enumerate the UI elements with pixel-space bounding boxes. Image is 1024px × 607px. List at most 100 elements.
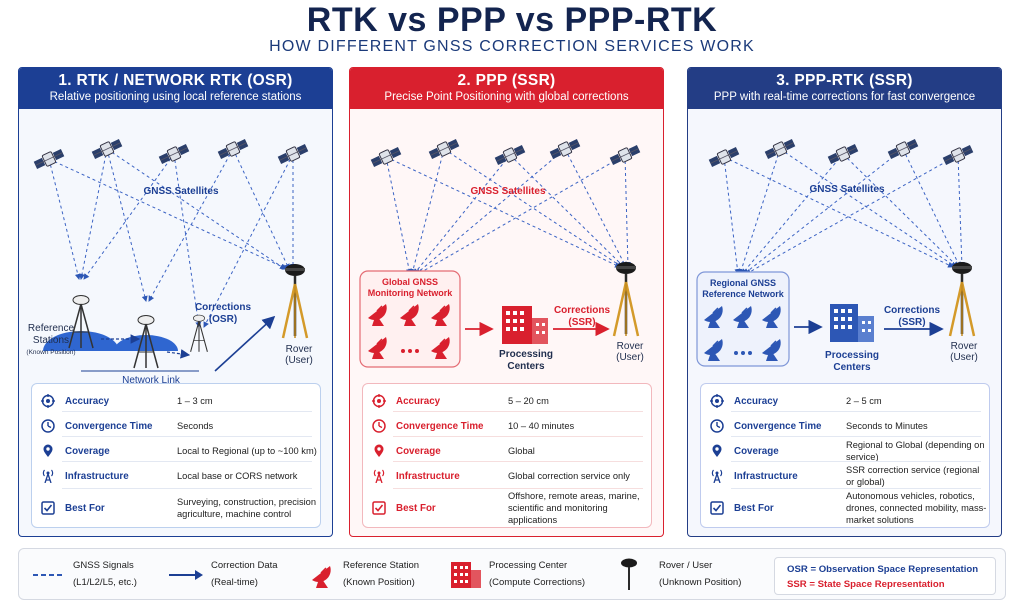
spec-key: Convergence Time <box>396 420 484 432</box>
ssr-definition: SSR = State Space Representation <box>787 579 945 590</box>
rover-icon <box>621 558 637 590</box>
legend-correction-data: Correction Data (Real-time) <box>169 549 299 601</box>
target-icon <box>372 394 386 408</box>
legend-label: Reference Station <box>343 560 420 571</box>
checkbox-icon <box>372 501 386 515</box>
row-divider <box>393 488 643 489</box>
panel-header: 3. PPP-RTK (SSR) PPP with real-time corr… <box>688 68 1001 109</box>
row-divider <box>62 436 312 437</box>
row-divider <box>62 488 312 489</box>
spec-value: Regional to Global (depending on service… <box>846 440 985 462</box>
legend-label: GNSS Signals <box>73 560 134 571</box>
corrections-label: Corrections (SSR) <box>883 305 941 328</box>
row-divider <box>62 461 312 462</box>
spec-key: Accuracy <box>65 395 110 407</box>
dashed-line-icon <box>33 574 65 576</box>
spec-key: Convergence Time <box>734 420 822 432</box>
spec-row-infrastructure: Infrastructure Global correction service … <box>363 463 651 489</box>
panel-title: 2. PPP (SSR) <box>457 72 556 89</box>
arrow-icon <box>169 570 203 580</box>
clock-icon <box>41 419 55 433</box>
spec-key: Best For <box>396 502 436 514</box>
antenna-icon <box>710 469 724 484</box>
rover-sub: (User) <box>616 352 644 363</box>
clock-icon <box>710 419 724 433</box>
network-link-label: Network Link <box>122 375 180 386</box>
legend-processing-center: Processing Center (Compute Corrections) <box>449 549 599 601</box>
spec-value: 10 – 40 minutes <box>508 421 575 431</box>
spec-value: Autonomous vehicles, robotics, drones, c… <box>846 491 987 525</box>
spec-value: Seconds <box>177 421 214 431</box>
clock-icon <box>372 419 386 433</box>
legend-label: Rover / User <box>659 560 713 571</box>
spec-value: 5 – 20 cm <box>508 396 549 406</box>
spec-key: Convergence Time <box>65 420 153 432</box>
antenna-icon <box>372 469 386 484</box>
processing-centers-label: Processing Centers <box>825 350 879 373</box>
reference-stations-sub: (Known Position) <box>26 349 76 356</box>
target-icon <box>41 394 55 408</box>
row-divider <box>62 411 312 412</box>
checkbox-icon <box>710 501 724 515</box>
antenna-icon <box>41 469 55 484</box>
rover-label: Rover <box>950 341 978 352</box>
building-icon <box>451 562 481 588</box>
rover-sub: (User) <box>285 355 313 366</box>
spec-key: Infrastructure <box>734 470 798 482</box>
legend-label: Correction Data <box>211 560 278 571</box>
processing-building <box>830 304 874 342</box>
spec-value: Seconds to Minutes <box>846 421 928 431</box>
spec-value: Local to Regional (up to ~100 km) <box>177 446 317 456</box>
legend-sub: (L1/L2/L5, etc.) <box>73 577 137 588</box>
spec-row-best-for: Best For Offshore, remote areas, marine, … <box>363 490 651 526</box>
spec-key: Accuracy <box>396 395 441 407</box>
rtk-diagram: GNSS Satellites Reference Stations (Know… <box>19 109 332 386</box>
spec-row-convergence-time: Convergence Time 10 – 40 minutes <box>363 413 651 439</box>
map-pin-icon <box>710 444 724 458</box>
spec-value: 2 – 5 cm <box>846 396 882 406</box>
map-pin-icon <box>372 444 386 458</box>
legend-sub: (Known Position) <box>343 577 415 588</box>
row-divider <box>393 411 643 412</box>
processing-building <box>502 306 548 344</box>
panel-ppp-rtk: 3. PPP-RTK (SSR) PPP with real-time corr… <box>687 67 1002 537</box>
row-divider <box>731 461 981 462</box>
monitoring-network-label: Global GNSS Monitoring Network <box>367 277 453 298</box>
target-icon <box>710 394 724 408</box>
spec-value: Local base or CORS network <box>177 471 298 481</box>
legend-sub: (Real-time) <box>211 577 258 588</box>
legend-rover: Rover / User (Unknown Position) <box>619 549 759 601</box>
satellites-label: GNSS Satellites <box>470 186 546 197</box>
spec-value: Global <box>508 446 535 456</box>
rover-label: Rover <box>616 341 644 352</box>
panel-title: 3. PPP-RTK (SSR) <box>776 72 913 89</box>
satellites-label: GNSS Satellites <box>809 184 885 195</box>
row-divider <box>393 461 643 462</box>
ppp-diagram: GNSS Satellites Global GNSS Monitoring N… <box>350 109 663 379</box>
ppp-rtk-diagram: GNSS Satellites Regional GNSS Reference … <box>688 109 1001 379</box>
reference-stations-label: Reference Stations <box>27 323 75 346</box>
legend-reference-station: Reference Station (Known Position) <box>309 549 449 601</box>
legend: GNSS Signals (L1/L2/L5, etc.) Correction… <box>18 548 1006 600</box>
spec-value: Global correction service only <box>508 471 630 481</box>
spec-key: Infrastructure <box>396 470 460 482</box>
spec-row-convergence-time: Convergence Time Seconds <box>32 413 320 439</box>
rtk-diagram-graphic <box>33 138 309 372</box>
spec-value: Offshore, remote areas, marine, scientif… <box>508 491 640 525</box>
checkbox-icon <box>41 501 55 515</box>
row-divider <box>731 436 981 437</box>
panel-header: 1. RTK / NETWORK RTK (OSR) Relative posi… <box>19 68 332 109</box>
spec-key: Coverage <box>65 445 110 457</box>
ppp-rtk-diagram-graphic <box>696 138 976 367</box>
legend-sub: (Unknown Position) <box>659 577 742 588</box>
panel-title: 1. RTK / NETWORK RTK (OSR) <box>58 72 293 89</box>
